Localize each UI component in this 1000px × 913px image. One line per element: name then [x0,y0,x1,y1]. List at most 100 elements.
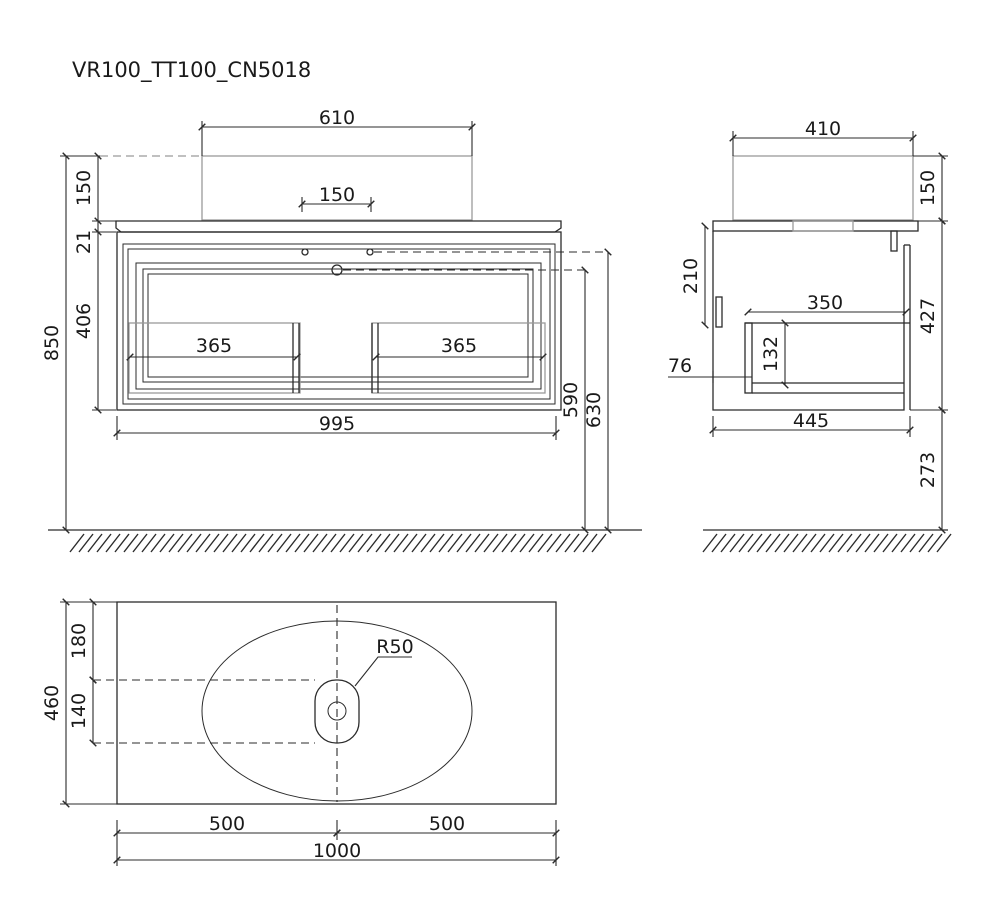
floor-hatch-stroke [474,533,490,553]
floor-hatch-stroke [756,533,772,553]
dim-label-left-half: 500 [209,813,245,835]
front-drawer-frame [127,248,551,400]
dim-label-drain-height: 590 [560,382,582,418]
floor-hatch-stroke [783,533,799,553]
floor-hatch-stroke [573,533,589,553]
dim-label-drawer-height: 406 [73,303,95,339]
floor-hatch-stroke [159,533,175,553]
floor-hatch-stroke [69,533,85,553]
dim-label-cabinet-height: 427 [917,298,939,334]
floor-hatch-stroke [492,533,508,553]
front-faucet-hole-left [301,248,309,256]
floor-hatch-stroke [501,533,517,553]
dim-label-shelf-left: 365 [196,335,232,357]
dim-label-back-to-drain: 180 [68,623,90,659]
dim-label-basin-height: 150 [73,170,95,206]
floor-hatch-stroke [366,533,382,553]
drawing-title: VR100_TT100_CN5018 [72,58,311,83]
floor-hatch-stroke [321,533,337,553]
floor-hatch-stroke [258,533,274,553]
floor-hatch-stroke [873,533,889,553]
floor-hatch-stroke [909,533,925,553]
floor-hatch-stroke [564,533,580,553]
side-bracket [890,230,898,252]
floor-hatch-stroke [267,533,283,553]
floor-hatch-stroke [711,533,727,553]
floor-hatch-stroke [195,533,211,553]
floor-hatch-stroke [222,533,238,553]
floor-hatch-stroke [846,533,862,553]
floor-hatch-stroke [285,533,301,553]
dim-label-cabinet-depth: 445 [793,410,829,432]
floor-hatch-stroke [447,533,463,553]
floor-hatch-stroke [591,533,607,553]
floor-hatch-stroke [936,533,952,553]
floor-hatch-stroke [927,533,943,553]
floor-hatch-stroke [393,533,409,553]
side-cabinet-body [712,231,905,411]
leader-drain-radius [354,656,412,687]
front-drawer-panel [135,262,542,390]
floor-hatch-stroke [537,533,553,553]
floor-hatch-stroke [213,533,229,553]
dim-label-recess-height: 210 [680,258,702,294]
floor-hatch-stroke [420,533,436,553]
floor-hatch-stroke [168,533,184,553]
floor-hatch-stroke [339,533,355,553]
floor-hatch-stroke [231,533,247,553]
floor-hatch-stroke [294,533,310,553]
dim-label-shelf-height: 132 [760,336,782,372]
floor-hatch-stroke [186,533,202,553]
front-countertop [115,220,562,233]
floor-hatch-stroke [801,533,817,553]
floor-hatch-stroke [348,533,364,553]
dim-label-right-half: 500 [429,813,465,835]
floor-hatch-stroke [357,533,373,553]
front-basin-outline [201,155,473,221]
floor-hatch-stroke [882,533,898,553]
dim-label-shelf-right: 365 [441,335,477,357]
side-floor-hatch [702,533,952,553]
floor-hatch-stroke [819,533,835,553]
front-drain-outlet [331,264,343,276]
floor-hatch-stroke [702,533,718,553]
floor-hatch-stroke [105,533,121,553]
floor-hatch-stroke [402,533,418,553]
dim-label-faucet-spacing: 150 [319,184,355,206]
dim-label-shelf-depth: 350 [807,292,843,314]
floor-hatch-stroke [582,533,598,553]
floor-hatch-stroke [864,533,880,553]
floor-hatch-stroke [78,533,94,553]
floor-hatch-stroke [141,533,157,553]
floor-hatch-stroke [96,533,112,553]
floor-hatch-stroke [249,533,265,553]
front-floor-hatch [69,533,607,553]
floor-hatch-stroke [891,533,907,553]
front-drawer-panel-core [147,273,529,378]
floor-hatch-stroke [411,533,427,553]
floor-hatch-stroke [114,533,130,553]
floor-hatch-stroke [900,533,916,553]
floor-hatch-stroke [918,533,934,553]
dim-label-overflow-height: 630 [583,392,605,428]
front-cabinet-inner [122,243,556,405]
side-countertop [712,220,919,232]
front-view: 610 150 150 21 406 850 365 365 995 590 [41,107,642,553]
side-handle [715,296,723,328]
dim-label-basin-width: 610 [319,107,355,129]
dim-label-total-width: 1000 [313,840,361,862]
floor-hatch-stroke [384,533,400,553]
floor-hatch-stroke [150,533,166,553]
side-view: 410 210 350 132 76 150 [668,118,952,553]
floor-hatch-stroke [510,533,526,553]
floor-hatch-stroke [546,533,562,553]
floor-hatch-stroke [123,533,139,553]
floor-hatch-stroke [303,533,319,553]
floor-hatch-stroke [330,533,346,553]
side-countertop-rib [792,220,854,232]
floor-hatch-stroke [465,533,481,553]
top-countertop-outline [116,601,557,805]
floor-hatch-stroke [483,533,499,553]
dim-label-handle-offset: 76 [668,355,692,377]
